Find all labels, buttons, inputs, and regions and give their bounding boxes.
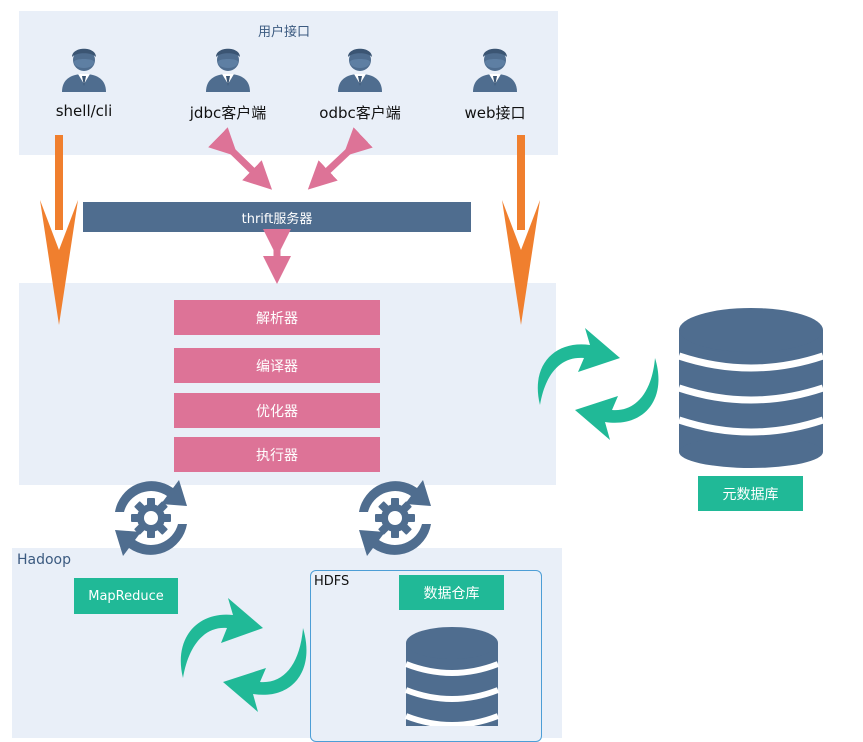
user-icon	[338, 48, 382, 92]
hdfs-title: HDFS	[314, 574, 350, 589]
mapreduce-box: MapReduce	[74, 578, 178, 614]
user-odbc: odbc客户端	[300, 40, 420, 123]
pink-arrow-jdbc-thrift	[208, 127, 273, 190]
compiler-box: 编译器	[174, 348, 380, 383]
optimizer-box: 优化器	[174, 393, 380, 428]
user-icon	[62, 48, 106, 92]
metastore-label: 元数据库	[698, 476, 803, 511]
user-icon	[473, 48, 517, 92]
sync-arrows-hadoop	[180, 598, 307, 712]
pink-arrow-odbc-thrift	[307, 127, 373, 190]
user-interface-title: 用户接口	[258, 25, 311, 40]
parser-box: 解析器	[174, 300, 380, 335]
gear-refresh-icon	[115, 480, 187, 556]
user-label: shell/cli	[55, 102, 113, 120]
user-interface-panel	[19, 11, 558, 155]
database-icon	[677, 308, 825, 468]
executor-box: 执行器	[174, 437, 380, 472]
user-icon	[206, 48, 250, 92]
orange-arrow-left	[40, 135, 78, 325]
thrift-server-bar: thrift服务器	[83, 202, 471, 232]
user-label: web接口	[464, 104, 526, 122]
hadoop-title: Hadoop	[17, 552, 72, 568]
user-web: web接口	[435, 40, 555, 123]
user-shell-cli: shell/cli	[24, 40, 144, 120]
user-label: jdbc客户端	[189, 104, 267, 122]
user-label: odbc客户端	[319, 104, 401, 122]
orange-arrow-right	[502, 135, 540, 325]
database-icon	[404, 627, 500, 726]
diagram-graphics	[40, 127, 825, 726]
user-jdbc: jdbc客户端	[168, 40, 288, 123]
sync-arrows-metastore	[537, 328, 659, 440]
data-warehouse-label: 数据仓库	[399, 575, 504, 610]
gear-refresh-icon	[359, 480, 431, 556]
